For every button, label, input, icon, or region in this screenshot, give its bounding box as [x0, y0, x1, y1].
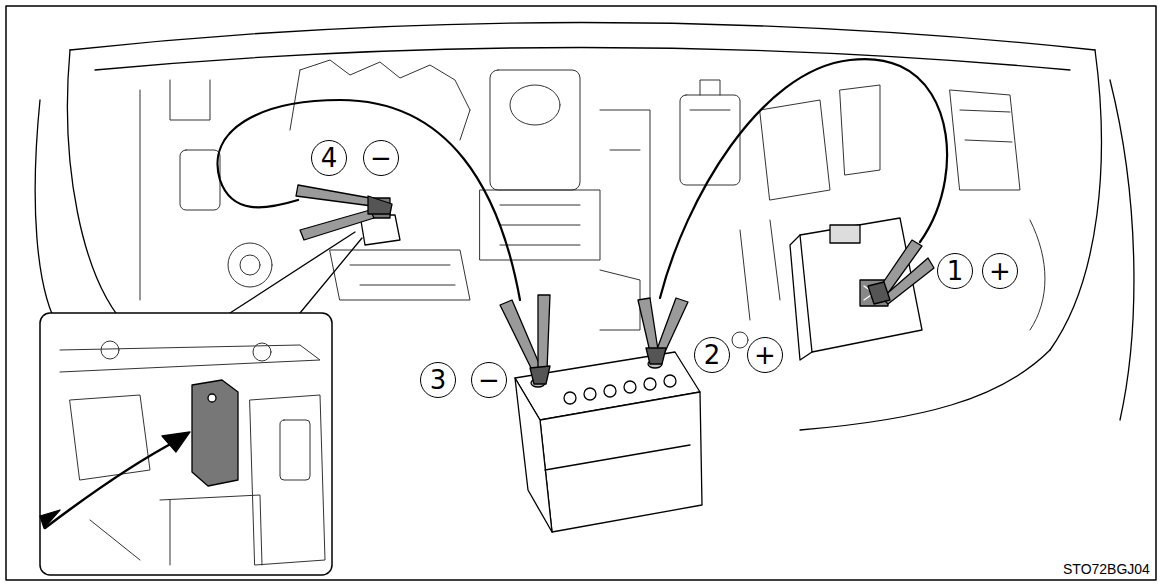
callout-text: − — [478, 367, 500, 393]
figure-code: STO72BGJ04 — [1063, 561, 1150, 577]
callout-circle: 2 — [694, 337, 730, 373]
callout-text: + — [989, 258, 1011, 284]
callout-text: − — [370, 145, 392, 171]
callout-circle: − — [363, 140, 399, 176]
callout-circle: − — [471, 362, 507, 398]
callout-text: 2 — [704, 342, 721, 368]
callout-circle: + — [747, 337, 783, 373]
callout-text: 1 — [947, 258, 964, 284]
callout-text: + — [754, 342, 776, 368]
callout-circle: + — [982, 253, 1018, 289]
callout-text: 3 — [430, 367, 447, 393]
callout-circle: 1 — [937, 253, 973, 289]
callout-circle: 4 — [311, 140, 347, 176]
callout-text: 4 — [321, 145, 338, 171]
callout-circle: 3 — [420, 362, 456, 398]
